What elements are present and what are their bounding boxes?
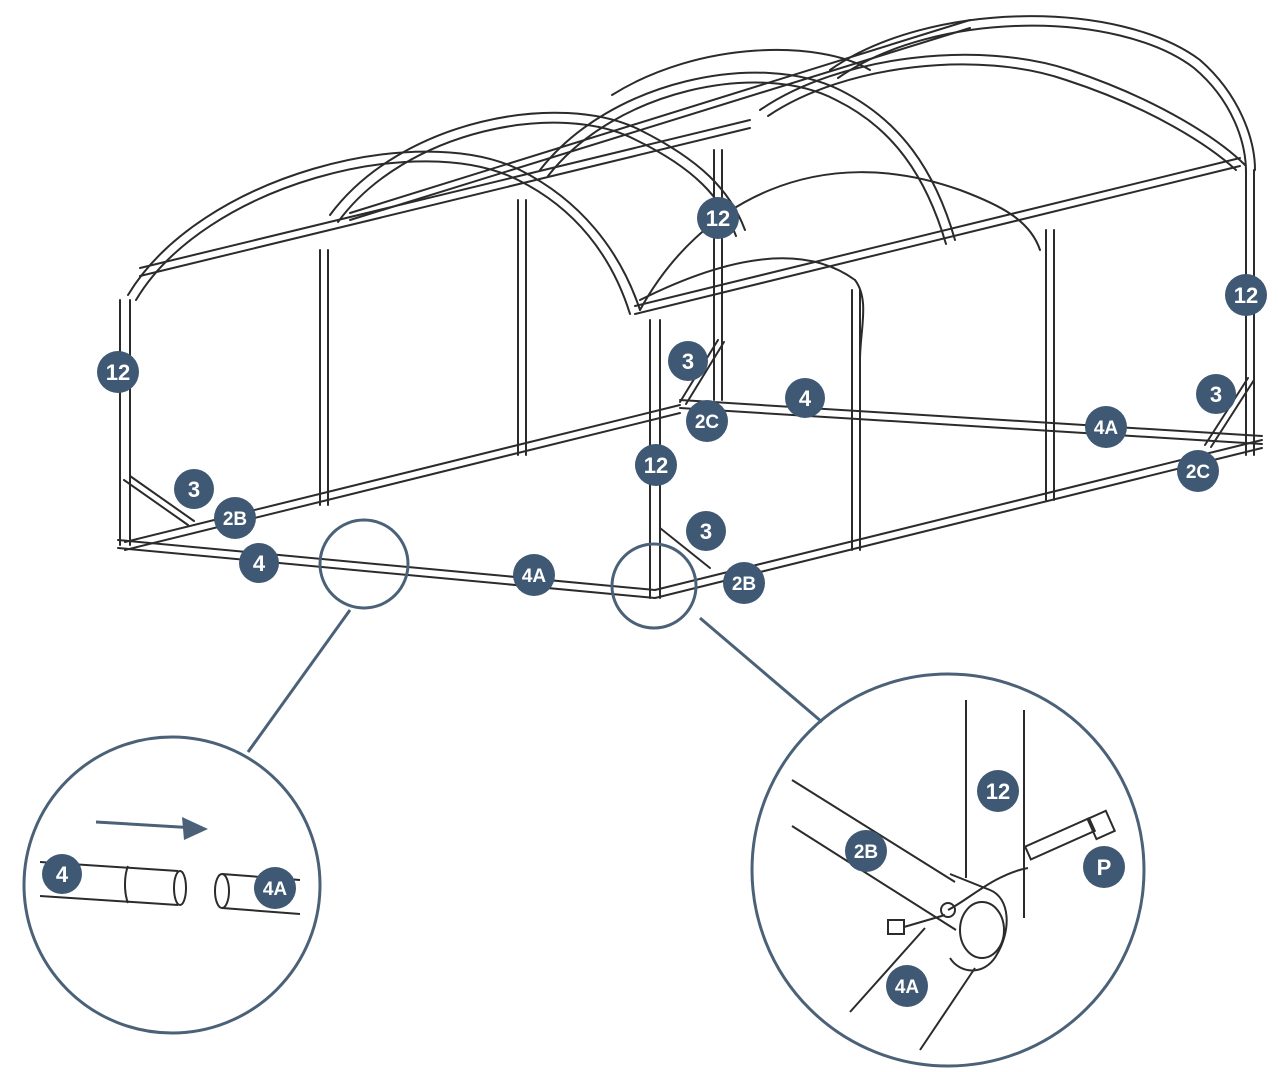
svg-text:4: 4 <box>799 386 812 411</box>
badge-detail-p: P <box>1083 846 1125 888</box>
detail-right <box>791 700 1117 1051</box>
arch-2 <box>329 111 746 237</box>
joint-callout-ring <box>318 518 410 610</box>
badge-12-left: 12 <box>97 351 139 393</box>
corner-callout-ring <box>610 542 698 630</box>
nut <box>887 914 946 935</box>
callouts <box>22 518 1146 1068</box>
arch-right <box>829 15 1256 173</box>
svg-text:4A: 4A <box>895 977 920 998</box>
badge-3-rear: 3 <box>668 341 708 381</box>
detail-left <box>39 817 301 915</box>
svg-text:12: 12 <box>106 360 130 385</box>
badge-3-right: 3 <box>1196 374 1236 414</box>
badge-12-front: 12 <box>635 444 677 486</box>
svg-text:P: P <box>1097 855 1112 880</box>
leader-right <box>699 616 823 724</box>
arch-4 <box>611 48 1246 311</box>
badge-2c-right: 2C <box>1177 450 1219 492</box>
badge-3-front: 3 <box>686 511 726 551</box>
svg-text:2C: 2C <box>1186 462 1211 483</box>
leader-left <box>246 609 352 753</box>
badges: 12 12 12 12 3 3 3 3 4 4 4A 4A 2B 2B 2C 2… <box>42 197 1267 1007</box>
arch-front <box>127 150 641 315</box>
badge-detail-4a: 4A <box>254 867 296 909</box>
svg-text:2B: 2B <box>223 509 247 530</box>
corner-braces <box>123 339 1255 569</box>
detail-right-ring <box>750 672 1146 1068</box>
badge-2c-rear: 2C <box>686 400 728 442</box>
badge-3-left: 3 <box>174 469 214 509</box>
uprights <box>119 149 1255 599</box>
svg-text:4A: 4A <box>522 566 547 587</box>
svg-text:4: 4 <box>56 862 69 887</box>
badge-2b-left: 2B <box>214 497 256 539</box>
svg-text:12: 12 <box>706 206 730 231</box>
svg-text:4: 4 <box>253 551 266 576</box>
badge-detail-4: 4 <box>42 854 82 894</box>
bolt <box>947 809 1117 911</box>
badge-4-rear: 4 <box>785 378 825 418</box>
svg-text:12: 12 <box>986 779 1010 804</box>
greenhouse-frame <box>117 15 1263 599</box>
arch-mid-front <box>639 257 865 361</box>
svg-text:12: 12 <box>1234 283 1258 308</box>
badge-4-front: 4 <box>239 543 279 583</box>
badge-12-right: 12 <box>1225 274 1267 316</box>
svg-text:2C: 2C <box>695 412 720 433</box>
detail-left-ring <box>22 735 322 1035</box>
svg-text:2B: 2B <box>854 842 878 863</box>
svg-text:3: 3 <box>188 477 200 502</box>
svg-text:3: 3 <box>1210 382 1222 407</box>
badge-12-rear: 12 <box>697 197 739 239</box>
badge-4a-front: 4A <box>513 554 555 596</box>
svg-text:4A: 4A <box>1094 418 1119 439</box>
svg-text:3: 3 <box>700 519 712 544</box>
badge-2b-front: 2B <box>723 562 765 604</box>
arch-3 <box>539 71 956 245</box>
svg-text:4A: 4A <box>263 879 288 900</box>
svg-text:12: 12 <box>644 453 668 478</box>
badge-detail-2b: 2B <box>845 830 887 872</box>
badge-detail-4a: 4A <box>886 965 928 1007</box>
badge-detail-12: 12 <box>977 770 1019 812</box>
badge-4a-rear: 4A <box>1085 406 1127 448</box>
right-arrow-icon <box>95 817 208 840</box>
svg-text:3: 3 <box>682 349 694 374</box>
svg-text:2B: 2B <box>732 574 756 595</box>
